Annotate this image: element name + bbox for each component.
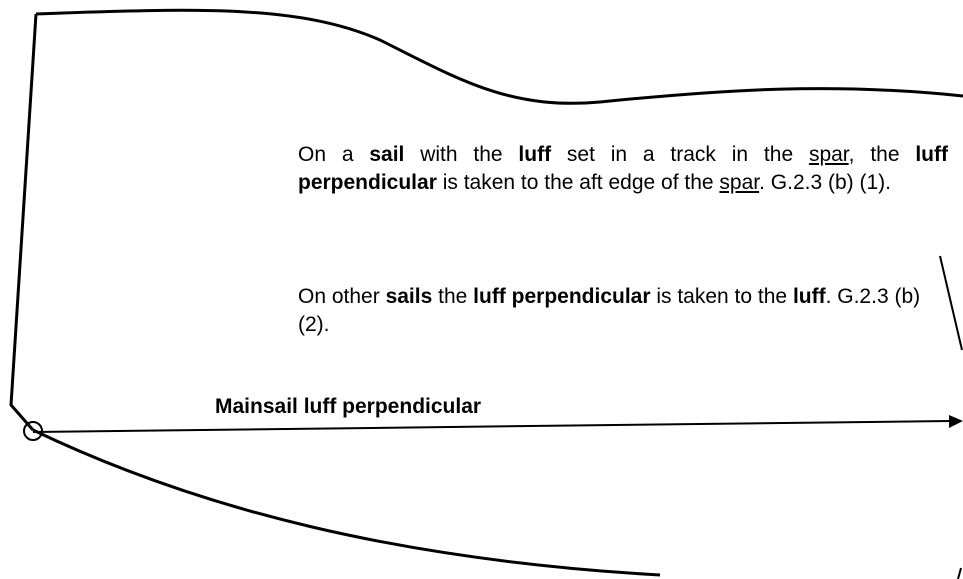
- note-2-term-luff: luff: [792, 285, 826, 308]
- luff-perpendicular-label: Mainsail luff perpendicular: [215, 395, 482, 418]
- sail-luff-edge: [9, 13, 38, 431]
- note-1-text-f: . G.2.3 (b) (1).: [759, 171, 891, 194]
- note-1-text-a: On a: [298, 143, 370, 166]
- note-2-term-luff-perpendicular: luff perpendicular: [473, 285, 651, 308]
- luff-perpendicular-line: [32, 420, 951, 433]
- note-1-text-b: with the: [404, 143, 519, 166]
- note-1-text-c: set in a track in the: [551, 143, 809, 166]
- note-1-term-spar-2: spar: [719, 171, 760, 194]
- track-sail-note: On a sail with the luff set in a track i…: [298, 141, 948, 197]
- note-1-term-spar: spar: [808, 143, 849, 166]
- sail-head-edge: [35, 8, 963, 105]
- note-1-term-sail: sail: [369, 143, 405, 166]
- note-1-term-luff: luff: [518, 143, 552, 166]
- note-2-text-a: On other: [298, 285, 386, 308]
- note-2-term-sails: sails: [385, 285, 433, 308]
- note-1-term-luff-perpendicular: luff perpendicular: [298, 143, 948, 194]
- note-2-text-d: . G.2.3 (b) (2).: [298, 285, 921, 336]
- sail-leech-edge: [939, 255, 963, 351]
- tack-point-circle: [23, 421, 43, 441]
- note-2-text-b: the: [432, 285, 474, 308]
- note-1-text-d: , the: [848, 143, 916, 166]
- sail-foot-edge: [32, 428, 661, 577]
- note-1-text-e: is taken to the aft edge of the: [436, 171, 720, 194]
- sail-leech-edge-lower: [957, 567, 962, 579]
- luff-perpendicular-arrowhead: [949, 415, 963, 428]
- note-2-text-c: is taken to the: [650, 285, 793, 308]
- other-sails-note: On other sails the luff perpendicular is…: [298, 283, 938, 339]
